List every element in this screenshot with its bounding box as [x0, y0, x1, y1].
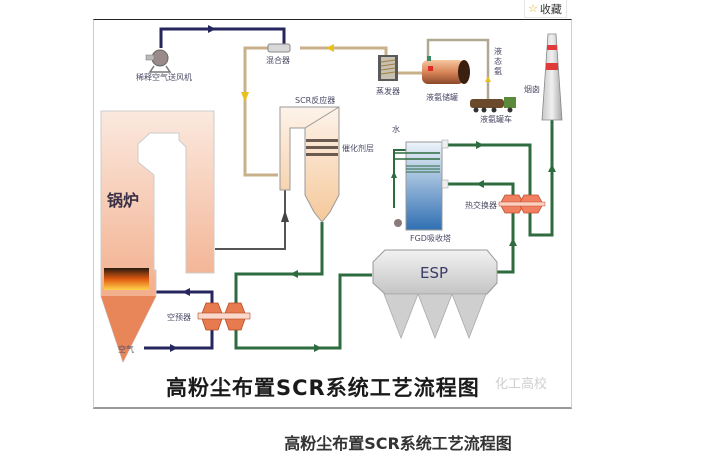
dilution-air-pipe	[159, 27, 286, 48]
chimney-label: 烟囱	[524, 84, 540, 94]
flow-arrow	[476, 141, 484, 149]
boiler	[100, 110, 215, 364]
fgd-absorber-tower	[394, 139, 449, 231]
ammonia-pipe-truck-tank	[426, 38, 490, 100]
flow-arrow	[208, 25, 216, 33]
flue-gas-pipe-fgd-hx	[447, 120, 554, 237]
esp-precipitator	[372, 249, 498, 340]
esp-label: ESP	[420, 264, 448, 282]
flow-arrow	[485, 76, 491, 82]
ammonia-truck-label: 液氨罐车	[480, 114, 512, 124]
scr-reactor	[279, 106, 340, 223]
flow-arrow	[314, 344, 322, 352]
diagram-title: 高粉尘布置SCR系统工艺流程图	[166, 376, 480, 400]
air-preheater-label: 空预器	[167, 312, 191, 322]
favorite-label: 收藏	[539, 2, 562, 16]
evaporator-label: 蒸发器	[376, 86, 400, 96]
star-icon: ☆	[528, 2, 538, 15]
flow-arrow	[182, 288, 190, 296]
flow-arrow	[170, 344, 178, 352]
air-preheater	[197, 302, 251, 331]
favorite-button[interactable]: ☆ 收藏	[524, 0, 567, 18]
flow-arrow	[476, 180, 484, 188]
flow-arrow	[281, 210, 289, 222]
boiler-label: 锅炉	[107, 191, 139, 210]
liquid-ammonia-label-3: 氨	[494, 66, 502, 76]
air-label: 空气	[118, 344, 134, 354]
flow-arrow	[241, 92, 249, 102]
dilution-fan	[145, 49, 172, 73]
liquid-ammonia-label-2: 态	[494, 56, 502, 66]
ammonia-tank	[422, 56, 470, 84]
chimney	[541, 33, 563, 121]
scr-reactor-label: SCR反应器	[295, 95, 335, 105]
flow-arrow	[290, 270, 298, 278]
flow-arrow	[548, 164, 556, 172]
liquid-ammonia-label-1: 液	[494, 46, 502, 56]
catalyst-layer-label: 催化剂层	[342, 143, 374, 153]
mixer	[267, 43, 291, 53]
hot-air-pipe	[155, 290, 214, 306]
flue-gas-pipe-esp-hx	[497, 213, 515, 274]
heat-exchanger-label: 热交换器	[465, 200, 497, 210]
ammonia-pipe-mixer-down	[243, 46, 278, 177]
ammonia-truck	[470, 97, 516, 113]
flow-arrow	[391, 171, 397, 178]
image-caption: 高粉尘布置SCR系统工艺流程图	[284, 434, 512, 453]
flow-arrow	[509, 238, 517, 246]
water-pipe	[393, 149, 410, 208]
mixer-label: 混合器	[266, 55, 290, 65]
water-label: 水	[392, 124, 400, 134]
diagram-frame	[93, 19, 572, 409]
flue-gas-pipe-preheater-esp	[234, 273, 372, 350]
flue-gas-pipe-boiler-scr	[215, 190, 286, 250]
flow-arrow	[326, 44, 334, 52]
heat-exchanger	[498, 194, 546, 214]
dilution-fan-label: 稀释空气送风机	[136, 72, 192, 82]
ammonia-pipe-evap-mixer	[300, 46, 388, 60]
fire-icon	[104, 268, 149, 290]
evaporator	[378, 55, 398, 81]
flue-gas-pipe-scr-preheater	[234, 222, 324, 303]
cold-air-pipe	[144, 330, 214, 350]
ammonia-tank-label: 液氨储罐	[426, 92, 458, 102]
flue-gas-pipe-hx-fgd	[447, 182, 515, 195]
watermark: 化工高校	[495, 376, 547, 392]
fgd-tower-label: FGD吸收塔	[410, 233, 451, 243]
